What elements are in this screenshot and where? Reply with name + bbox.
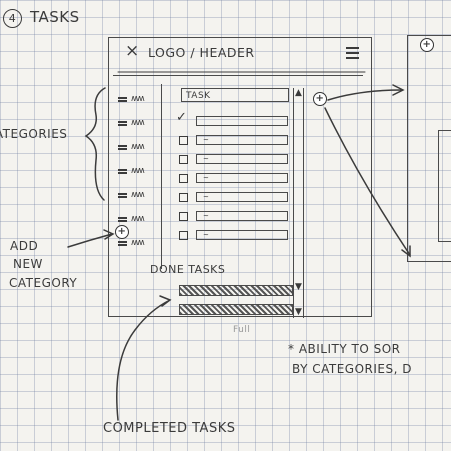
header-divider — [113, 75, 363, 76]
category-label-scribble: ʍʍ — [131, 94, 145, 104]
category-item[interactable]: ʍʍ — [118, 163, 156, 187]
checkmark-icon[interactable]: ✓ — [176, 110, 188, 125]
category-item[interactable]: ʍʍ — [118, 235, 156, 259]
done-tasks-label: DONE TASKS — [150, 263, 226, 276]
category-label-scribble: ʍʍ — [131, 118, 145, 128]
categories-annotation: CATEGORIES — [0, 127, 68, 141]
category-handle-icon — [118, 217, 127, 219]
category-handle-icon — [118, 241, 127, 243]
step-number-badge: 4 — [3, 9, 22, 28]
faint-mark: Full — [233, 325, 251, 335]
task-checkbox[interactable] — [179, 212, 188, 221]
add-new-category-annotation-line-3: CATEGORY — [9, 276, 78, 290]
task-row[interactable]: ~ — [176, 171, 296, 190]
category-item[interactable]: ʍʍ — [118, 139, 156, 163]
task-list: ✓ ~ ~ ~ ~ ~ ~ — [176, 110, 296, 247]
category-label-scribble: ʍʍ — [131, 166, 145, 176]
done-task-bar — [179, 285, 293, 296]
category-item[interactable]: ʍʍ — [118, 211, 156, 235]
category-label-scribble: ʍʍ — [131, 238, 145, 248]
task-checkbox[interactable] — [179, 136, 188, 145]
task-row[interactable]: ~ — [176, 228, 296, 247]
task-checkbox[interactable] — [179, 174, 188, 183]
category-item[interactable]: ʍʍ — [118, 91, 156, 115]
header-title: LOGO / HEADER — [148, 45, 255, 60]
category-handle-icon — [118, 97, 127, 99]
task-text-field[interactable]: ~ — [196, 135, 288, 145]
category-label-scribble: ʍʍ — [131, 190, 145, 200]
task-text-field[interactable]: ~ — [196, 173, 288, 183]
category-handle-icon — [118, 193, 127, 195]
task-checkbox[interactable] — [179, 155, 188, 164]
column-divider — [161, 84, 162, 269]
category-handle-icon — [118, 145, 127, 147]
task-text-field[interactable]: ~ — [196, 211, 288, 221]
task-row[interactable]: ~ — [176, 133, 296, 152]
category-handle-icon — [118, 121, 127, 123]
category-item[interactable]: ʍʍ — [118, 115, 156, 139]
close-icon[interactable]: × — [125, 41, 140, 61]
category-item[interactable]: ʍʍ — [118, 187, 156, 211]
task-text-field[interactable]: ~ — [196, 192, 288, 202]
add-new-category-annotation-line-1: ADD — [10, 239, 39, 253]
done-task-bar — [179, 304, 293, 315]
task-text-field[interactable]: ~ — [196, 154, 288, 164]
completed-tasks-annotation: COMPLETED TASKS — [103, 421, 236, 436]
scroll-up-arrow-icon[interactable]: ▲ — [295, 88, 302, 98]
task-column-header: TASK — [181, 88, 289, 102]
task-row[interactable]: ~ — [176, 209, 296, 228]
add-category-button[interactable]: + — [115, 225, 129, 239]
add-new-category-annotation-line-2: NEW — [13, 257, 43, 271]
add-task-button[interactable]: + — [313, 92, 327, 106]
task-checkbox[interactable] — [179, 193, 188, 202]
hamburger-menu-icon[interactable] — [346, 47, 359, 62]
scroll-down-arrow-icon[interactable]: ▼ — [295, 282, 302, 292]
sort-note-line-1: * ABILITY TO SOR — [288, 342, 401, 356]
task-row[interactable]: ✓ — [176, 110, 296, 133]
task-row[interactable]: ~ — [176, 152, 296, 171]
next-screen-content-box — [438, 130, 451, 242]
category-handle-icon — [118, 169, 127, 171]
task-text-field[interactable] — [196, 116, 288, 126]
mockup-frame — [108, 37, 372, 317]
next-screen-frame — [407, 35, 451, 262]
page-title: TASKS — [30, 8, 80, 26]
categories-list: ʍʍ ʍʍ ʍʍ ʍʍ ʍʍ ʍʍ ʍʍ — [118, 91, 156, 259]
sort-note-line-2: BY CATEGORIES, D — [292, 362, 412, 376]
category-label-scribble: ʍʍ — [131, 214, 145, 224]
task-checkbox[interactable] — [179, 231, 188, 240]
task-row[interactable]: ~ — [176, 190, 296, 209]
scroll-end-arrow-icon[interactable]: ▼ — [295, 307, 302, 317]
category-label-scribble: ʍʍ — [131, 142, 145, 152]
second-screen-close-icon[interactable]: + — [420, 38, 434, 52]
task-text-field[interactable]: ~ — [196, 230, 288, 240]
scrollbar[interactable]: ▲ ▼ ▼ — [293, 88, 304, 318]
